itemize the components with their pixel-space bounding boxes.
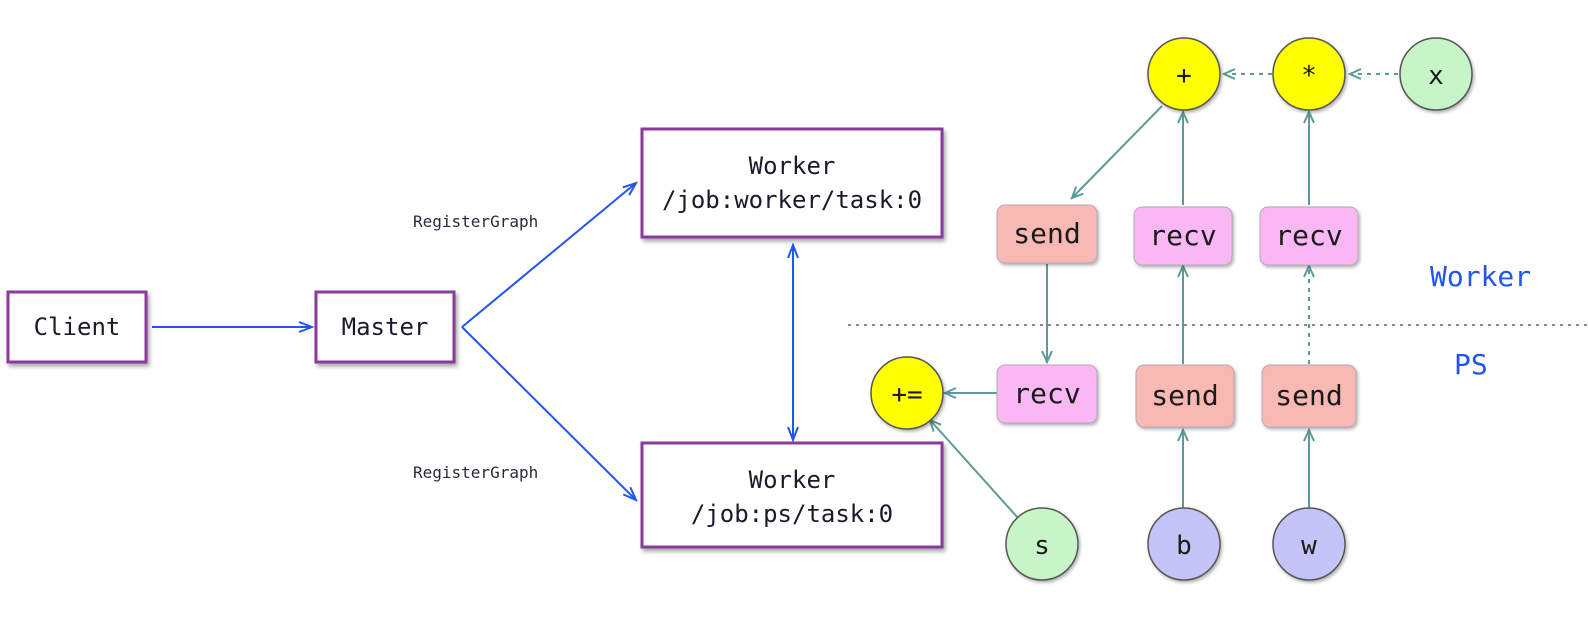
recv-worker-w-label: recv <box>1275 219 1342 252</box>
send-ps-b-label: send <box>1151 379 1218 412</box>
mul-op-label: * <box>1301 61 1317 91</box>
w-variable-node: w <box>1272 507 1346 581</box>
w-variable-label: w <box>1301 531 1317 561</box>
assign-add-op-node: += <box>870 356 944 430</box>
recv-worker-w-op: recv <box>1259 206 1359 266</box>
add-op-node: + <box>1147 37 1221 111</box>
ps-zone-label: PS <box>1454 348 1488 381</box>
assign-add-op-label: += <box>891 380 922 410</box>
s-variable-node: s <box>1005 507 1079 581</box>
client-label: Client <box>34 313 121 341</box>
ps-task-box: Worker /job:ps/task:0 <box>640 441 944 549</box>
send-ps-w-op: send <box>1261 364 1357 428</box>
cluster-architecture: RegisterGraph RegisterGraph Client Maste… <box>6 127 944 549</box>
recv-ps-op: recv <box>996 364 1098 424</box>
x-input-label: x <box>1428 61 1444 91</box>
master-box: Master <box>314 290 456 364</box>
s-variable-label: s <box>1034 531 1050 561</box>
ps-task-title: Worker <box>749 466 836 494</box>
recv-ps-label: recv <box>1013 377 1080 410</box>
send-ps-b-op: send <box>1135 364 1235 428</box>
send-worker-op: send <box>996 204 1098 264</box>
add-op-label: + <box>1176 61 1192 91</box>
master-label: Master <box>342 313 429 341</box>
recv-worker-b-op: recv <box>1133 206 1233 266</box>
master-to-worker-arrow <box>461 183 636 328</box>
ps-task-path: /job:ps/task:0 <box>691 500 893 528</box>
worker-task-title: Worker <box>749 152 836 180</box>
x-input-node: x <box>1399 37 1473 111</box>
worker-task-box: Worker /job:worker/task:0 <box>640 127 944 239</box>
worker-zone-label: Worker <box>1430 260 1531 293</box>
register-graph-label-bottom: RegisterGraph <box>413 463 538 482</box>
recv-worker-b-label: recv <box>1149 219 1216 252</box>
s-to-assign-edge <box>930 420 1019 519</box>
register-graph-label-top: RegisterGraph <box>413 212 538 231</box>
worker-task-path: /job:worker/task:0 <box>662 186 922 214</box>
add-to-send-edge <box>1072 105 1163 198</box>
partitioned-graph: Worker PS + * += x <box>848 37 1588 581</box>
b-variable-node: b <box>1147 507 1221 581</box>
master-to-ps-arrow <box>461 326 636 500</box>
mul-op-node: * <box>1272 37 1346 111</box>
b-variable-label: b <box>1176 531 1192 561</box>
client-box: Client <box>6 290 148 364</box>
send-worker-label: send <box>1013 217 1080 250</box>
send-ps-w-label: send <box>1275 379 1342 412</box>
